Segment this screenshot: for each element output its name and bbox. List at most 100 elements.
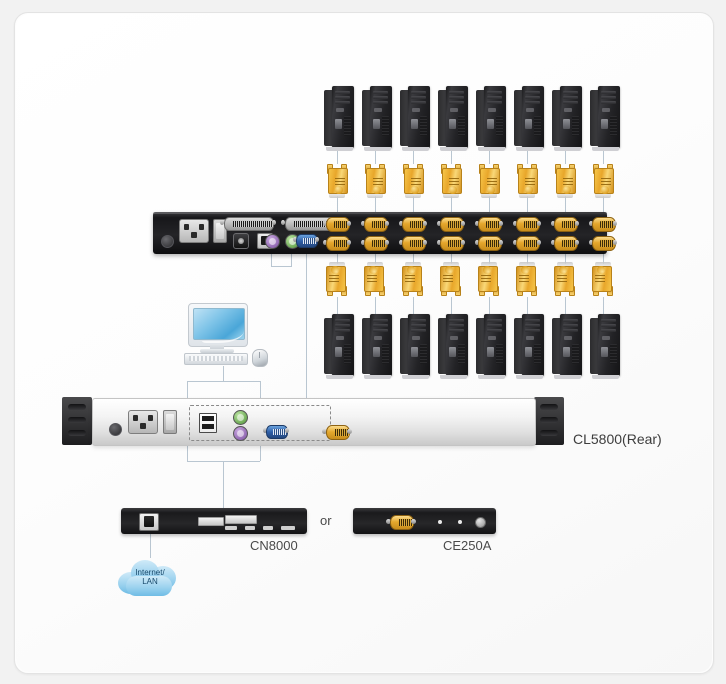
led-3 [263, 526, 273, 530]
iec-slot [199, 224, 204, 230]
adapter-ridge [563, 184, 573, 185]
adapter-ridge [601, 181, 611, 182]
pc-side-panel [400, 90, 409, 146]
pc-drive-bay [563, 91, 578, 94]
pc-front-panel [484, 86, 506, 148]
cn8000-kvm-over-ip [121, 508, 307, 534]
grounding-screw [161, 235, 174, 248]
adapter-plug [519, 194, 535, 198]
tower-pc [362, 314, 392, 379]
cpu-port [589, 236, 617, 251]
cpu-port [399, 217, 427, 232]
pc-logo [564, 108, 572, 112]
cl5800-label: CL5800(Rear) [573, 431, 662, 447]
pc-front-panel [332, 86, 354, 148]
cpu-port [437, 217, 465, 232]
adapter-eyelet [487, 186, 495, 194]
adapter-eyelet [411, 186, 419, 194]
adapter-ridge [411, 178, 421, 179]
adapter-eyelet [373, 186, 381, 194]
adapter-eyelet [449, 186, 457, 194]
pc-side-panel [324, 90, 333, 146]
pc-side-panel [590, 90, 599, 146]
kvm-adapter-cable [554, 164, 576, 198]
mouse[interactable] [252, 349, 268, 367]
adapter-plug [481, 194, 497, 198]
connector-screw [220, 220, 224, 225]
pc-drive-bay [373, 91, 388, 94]
external-console-port-group [189, 405, 331, 441]
pc-logo [488, 108, 496, 112]
rack-mount-ear-right [534, 397, 564, 445]
pc-side-panel [362, 90, 371, 146]
cl5800-body [92, 398, 536, 446]
pc-side-panel [514, 90, 523, 146]
tower-pc [590, 86, 620, 151]
pc-drive-bay [525, 96, 540, 99]
pc-badge [487, 119, 494, 129]
tower-pc [400, 86, 430, 151]
pc-front-panel [560, 86, 582, 148]
adapter-plug [595, 194, 611, 198]
pc-foot [326, 147, 353, 151]
power-rocker-switch[interactable] [213, 219, 227, 243]
cpu-port [589, 217, 617, 232]
adapter-ridge [449, 184, 459, 185]
usb-port-pair [199, 413, 217, 433]
pc-drive-bay [335, 96, 350, 99]
pc-badge [449, 119, 456, 129]
pc-drive-bay [411, 91, 426, 94]
pc-badge [601, 119, 608, 129]
tower-pc [514, 314, 544, 379]
tower-pc [324, 86, 354, 151]
cloud-label: Internet/ LAN [118, 568, 182, 586]
power-rocker-switch[interactable] [163, 410, 177, 434]
adapter-ridge [411, 181, 421, 182]
tower-pc [514, 86, 544, 151]
or-label: or [320, 513, 332, 528]
power-inlet-iec [179, 219, 209, 243]
tower-pc [552, 314, 582, 379]
adapter-ridge [563, 181, 573, 182]
reset-button[interactable] [475, 517, 486, 528]
monitor-screen [193, 308, 245, 343]
adapter-body [594, 168, 614, 194]
led-1 [225, 526, 237, 530]
kvm-adapter-cable [326, 164, 348, 198]
power-inlet-iec [128, 410, 158, 434]
cpu-port [475, 236, 503, 251]
adapter-ridge [335, 178, 345, 179]
pc-side-panel [476, 90, 485, 146]
cpu-port [551, 217, 579, 232]
keyboard[interactable] [184, 353, 248, 365]
pc-drive-bay [601, 91, 616, 94]
pc-vent [458, 116, 465, 136]
lcd-monitor [188, 303, 248, 347]
tower-pc [476, 314, 506, 379]
pc-logo [602, 108, 610, 112]
adapter-ridge [335, 184, 345, 185]
monitor-stand-base [200, 349, 234, 353]
adapter-plug [405, 194, 421, 198]
adapter-eyelet [335, 186, 343, 194]
pc-foot [516, 147, 543, 151]
adapter-eyelet [563, 186, 571, 194]
vga-console-port [293, 234, 319, 248]
pc-vent [420, 116, 427, 136]
adapter-plug [443, 194, 459, 198]
tower-pc [362, 86, 392, 151]
pc-front-panel [446, 86, 468, 148]
adapter-eyelet [525, 186, 533, 194]
pc-drive-bay [411, 96, 426, 99]
kvm-adapter-cable [592, 164, 614, 198]
adapter-eyelet [601, 186, 609, 194]
adapter-body [328, 168, 348, 194]
pc-side-panel [552, 90, 561, 146]
adapter-ridge [525, 181, 535, 182]
pc-vent [610, 116, 617, 136]
monitor-stand-neck [210, 344, 224, 350]
label-tag-2 [225, 515, 257, 524]
adapter-body [480, 168, 500, 194]
pc-drive-bay [449, 96, 464, 99]
